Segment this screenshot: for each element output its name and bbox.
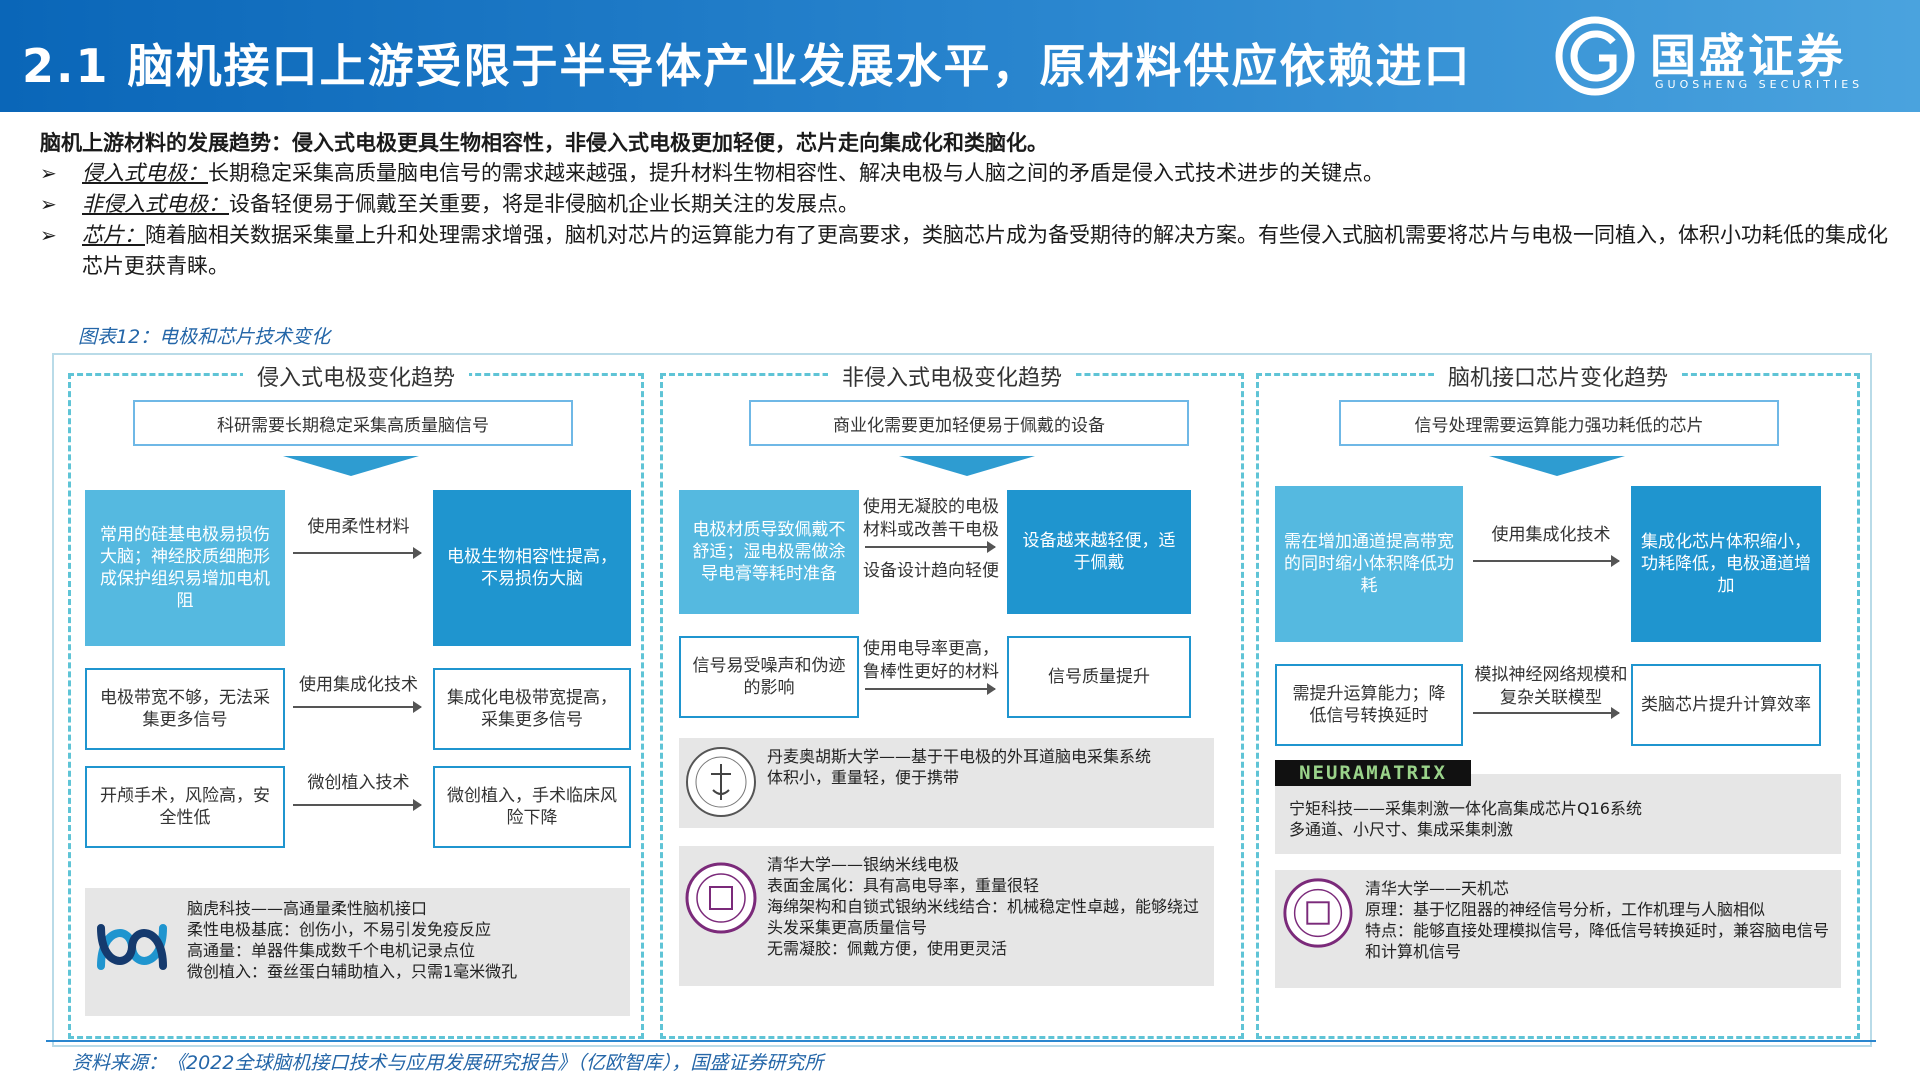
neuramatrix-logo: NEURAMATRIX [1275, 760, 1471, 786]
result-box: 设备越来越轻便，适于佩戴 [1007, 490, 1191, 614]
need-box: 商业化需要更加轻便易于佩戴的设备 [749, 400, 1189, 446]
right-arrow-icon [865, 683, 996, 695]
bullet-chip: ➢ 芯片：随着脑相关数据采集量上升和处理需求增强，脑机对芯片的运算能力有了更高要… [40, 220, 1890, 282]
case-line: 清华大学——天机芯 [1365, 879, 1510, 898]
problem-box: 电极带宽不够，无法采集更多信号 [85, 668, 285, 750]
case-line: 宁矩科技——采集刺激一体化高集成芯片Q16系统 [1289, 799, 1642, 818]
bullet-text: 设备轻便易于佩戴至关重要，将是非侵脑机企业长期关注的发展点。 [229, 192, 859, 216]
action-label: 使用集成化技术 [299, 675, 418, 695]
case-text: 清华大学——银纳米线电极 表面金属化：具有高电导率，重量很轻 海绵架构和自锁式银… [767, 854, 1207, 959]
panel-title-wrap: 侵入式电极变化趋势 [71, 360, 641, 392]
bullet-key: 芯片： [82, 223, 145, 247]
bullet-text: 长期稳定采集高质量脑电信号的需求越来越强，提升材料生物相容性、解决电极与人脑之间… [208, 161, 1384, 185]
case-line: 高通量：单器件集成数千个电机记录点位 [187, 941, 476, 960]
result-box: 微创植入，手术临床风险下降 [433, 766, 631, 848]
right-arrow-icon [865, 541, 996, 553]
case-line: 无需凝胶：佩戴方便，使用更灵活 [767, 939, 1008, 958]
result-box: 集成化电极带宽提高，采集更多信号 [433, 668, 631, 750]
case-line: 柔性电极基底：创伤小，不易引发免疫反应 [187, 920, 492, 939]
action-label: 使用电导率更高，鲁棒性更好的材料 [863, 639, 999, 682]
panel-title: 侵入式电极变化趋势 [242, 366, 469, 391]
case-line: 丹麦奥胡斯大学——基于干电极的外耳道脑电采集系统 [767, 747, 1152, 766]
panel-title: 脑机接口芯片变化趋势 [1433, 366, 1682, 391]
intro-headline: 脑机上游材料的发展趋势：侵入式电极更具生物相容性，非侵入式电极更加轻便，芯片走向… [40, 131, 1048, 155]
logo-en-text: GUOSHENG SECURITIES [1655, 78, 1864, 91]
footer-divider [46, 1040, 1876, 1042]
case-study-tsinghua-chip: 清华大学——天机芯 原理：基于忆阻器的神经信号分析，工作机理与人脑相似 特点：能… [1275, 870, 1841, 988]
page-title: 2.1 脑机接口上游受限于半导体产业发展水平，原材料供应依赖进口 [22, 39, 1472, 93]
case-text: 清华大学——天机芯 原理：基于忆阻器的神经信号分析，工作机理与人脑相似 特点：能… [1365, 878, 1831, 962]
tsinghua-seal [685, 862, 757, 934]
down-chevron-icon [899, 456, 1035, 476]
panel-noninvasive-electrode: 非侵入式电极变化趋势 商业化需要更加轻便易于佩戴的设备 电极材质导致佩戴不舒适；… [660, 366, 1244, 1039]
bullet-noninvasive: ➢ 非侵入式电极：设备轻便易于佩戴至关重要，将是非侵脑机企业长期关注的发展点。 [40, 189, 1890, 220]
bullet-key: 非侵入式电极： [82, 192, 229, 216]
arrow-bullet-icon: ➢ [40, 192, 57, 216]
case-text: 宁矩科技——采集刺激一体化高集成芯片Q16系统 多通道、小尺寸、集成采集刺激 [1289, 798, 1829, 840]
case-line: 多通道、小尺寸、集成采集刺激 [1289, 820, 1514, 839]
problem-box: 开颅手术，风险高，安全性低 [85, 766, 285, 848]
result-box: 信号质量提升 [1007, 636, 1191, 718]
right-arrow-icon [293, 547, 422, 559]
down-chevron-icon [1489, 456, 1625, 476]
intro-section: 脑机上游材料的发展趋势：侵入式电极更具生物相容性，非侵入式电极更加轻便，芯片走向… [40, 128, 1890, 282]
action-label: 使用无凝胶的电极材料或改善干电极 [863, 497, 999, 540]
problem-box: 电极材质导致佩戴不舒适；湿电极需做涂导电膏等耗时准备 [679, 490, 859, 614]
arrow-bullet-icon: ➢ [40, 223, 57, 247]
case-line: 体积小，重量轻，便于携带 [767, 768, 960, 787]
neuroxess-logo [97, 924, 167, 970]
problem-box: 需提升运算能力；降低信号转换延时 [1275, 664, 1463, 746]
right-arrow-icon [293, 799, 422, 811]
panel-invasive-electrode: 侵入式电极变化趋势 科研需要长期稳定采集高质量脑信号 常用的硅基电极易损伤大脑；… [68, 366, 644, 1039]
right-arrow-icon [1473, 707, 1620, 719]
right-arrow-icon [1473, 555, 1620, 567]
case-line: 脑虎科技——高通量柔性脑机接口 [187, 899, 428, 918]
result-box: 集成化芯片体积缩小，功耗降低，电极通道增加 [1631, 486, 1821, 642]
figure-caption: 图表12：电极和芯片技术变化 [78, 326, 331, 348]
panel-title-wrap: 非侵入式电极变化趋势 [663, 360, 1241, 392]
action-label-2: 设备设计趋向轻便 [863, 561, 999, 581]
case-line: 表面金属化：具有高电导率，重量很轻 [767, 876, 1040, 895]
case-line: 海绵架构和自锁式银纳米线结合：机械稳定性卓越，能够绕过头发采集更高质量信号 [767, 897, 1200, 937]
bullet-text: 随着脑相关数据采集量上升和处理需求增强，脑机对芯片的运算能力有了更高要求，类脑芯… [82, 223, 1888, 278]
case-line: 微创植入：蚕丝蛋白辅助植入，只需1毫米微孔 [187, 962, 518, 981]
right-arrow-icon [293, 701, 422, 713]
problem-box: 需在增加通道提高带宽的同时缩小体积降低功耗 [1275, 486, 1463, 642]
guosheng-logo-icon [1555, 16, 1635, 96]
case-line: 原理：基于忆阻器的神经信号分析，工作机理与人脑相似 [1365, 900, 1766, 919]
case-study-tsinghua-electrode: 清华大学——银纳米线电极 表面金属化：具有高电导率，重量很轻 海绵架构和自锁式银… [679, 846, 1214, 986]
need-box: 信号处理需要运算能力强功耗低的芯片 [1339, 400, 1779, 446]
action-label: 模拟神经网络规模和复杂关联模型 [1474, 665, 1628, 708]
need-box: 科研需要长期稳定采集高质量脑信号 [133, 400, 573, 446]
result-box: 电极生物相容性提高，不易损伤大脑 [433, 490, 631, 646]
case-study-neuramatrix: NEURAMATRIX 宁矩科技——采集刺激一体化高集成芯片Q16系统 多通道、… [1275, 760, 1841, 854]
action-label: 使用集成化技术 [1491, 525, 1611, 545]
problem-box: 常用的硅基电极易损伤大脑；神经胶质细胞形成保护组织易增加电机阻 [85, 490, 285, 646]
panel-title: 非侵入式电极变化趋势 [827, 366, 1076, 391]
tsinghua-seal [1283, 878, 1353, 948]
case-study-aarhus: 丹麦奥胡斯大学——基于干电极的外耳道脑电采集系统 体积小，重量轻，便于携带 [679, 738, 1214, 828]
case-text: 脑虎科技——高通量柔性脑机接口 柔性电极基底：创伤小，不易引发免疫反应 高通量：… [187, 898, 617, 982]
logo-cn-text: 国盛证券 [1650, 29, 1846, 83]
bullet-key: 侵入式电极： [82, 161, 208, 185]
panel-bci-chip: 脑机接口芯片变化趋势 信号处理需要运算能力强功耗低的芯片 需在增加通道提高带宽的… [1256, 366, 1860, 1039]
case-text: 丹麦奥胡斯大学——基于干电极的外耳道脑电采集系统 体积小，重量轻，便于携带 [767, 746, 1207, 788]
figure-electrode-chip-trends: 侵入式电极变化趋势 科研需要长期稳定采集高质量脑信号 常用的硅基电极易损伤大脑；… [52, 353, 1872, 1047]
arrow-bullet-icon: ➢ [40, 161, 57, 185]
source-note: 资料来源：《2022全球脑机接口技术与应用发展研究报告》（亿欧智库），国盛证券研… [72, 1052, 824, 1074]
problem-box: 信号易受噪声和伪迹的影响 [679, 636, 859, 718]
case-line: 清华大学——银纳米线电极 [767, 855, 960, 874]
case-study-neuroxess: 脑虎科技——高通量柔性脑机接口 柔性电极基底：创伤小，不易引发免疫反应 高通量：… [85, 888, 630, 1016]
result-box: 类脑芯片提升计算效率 [1631, 664, 1821, 746]
panel-title-wrap: 脑机接口芯片变化趋势 [1259, 360, 1857, 392]
case-line: 特点：能够直接处理模拟信号，降低信号转换延时，兼容脑电信号和计算机信号 [1365, 921, 1830, 961]
action-label: 微创植入技术 [307, 773, 410, 793]
down-chevron-icon [283, 456, 419, 476]
guosheng-logo: 国盛证券 GUOSHENG SECURITIES [1555, 16, 1905, 96]
aarhus-university-seal [686, 747, 756, 817]
bullet-invasive: ➢ 侵入式电极：长期稳定采集高质量脑电信号的需求越来越强，提升材料生物相容性、解… [40, 158, 1890, 189]
action-label: 使用柔性材料 [307, 517, 410, 537]
header-bar: 2.1 脑机接口上游受限于半导体产业发展水平，原材料供应依赖进口 国盛证券 GU… [0, 0, 1920, 112]
